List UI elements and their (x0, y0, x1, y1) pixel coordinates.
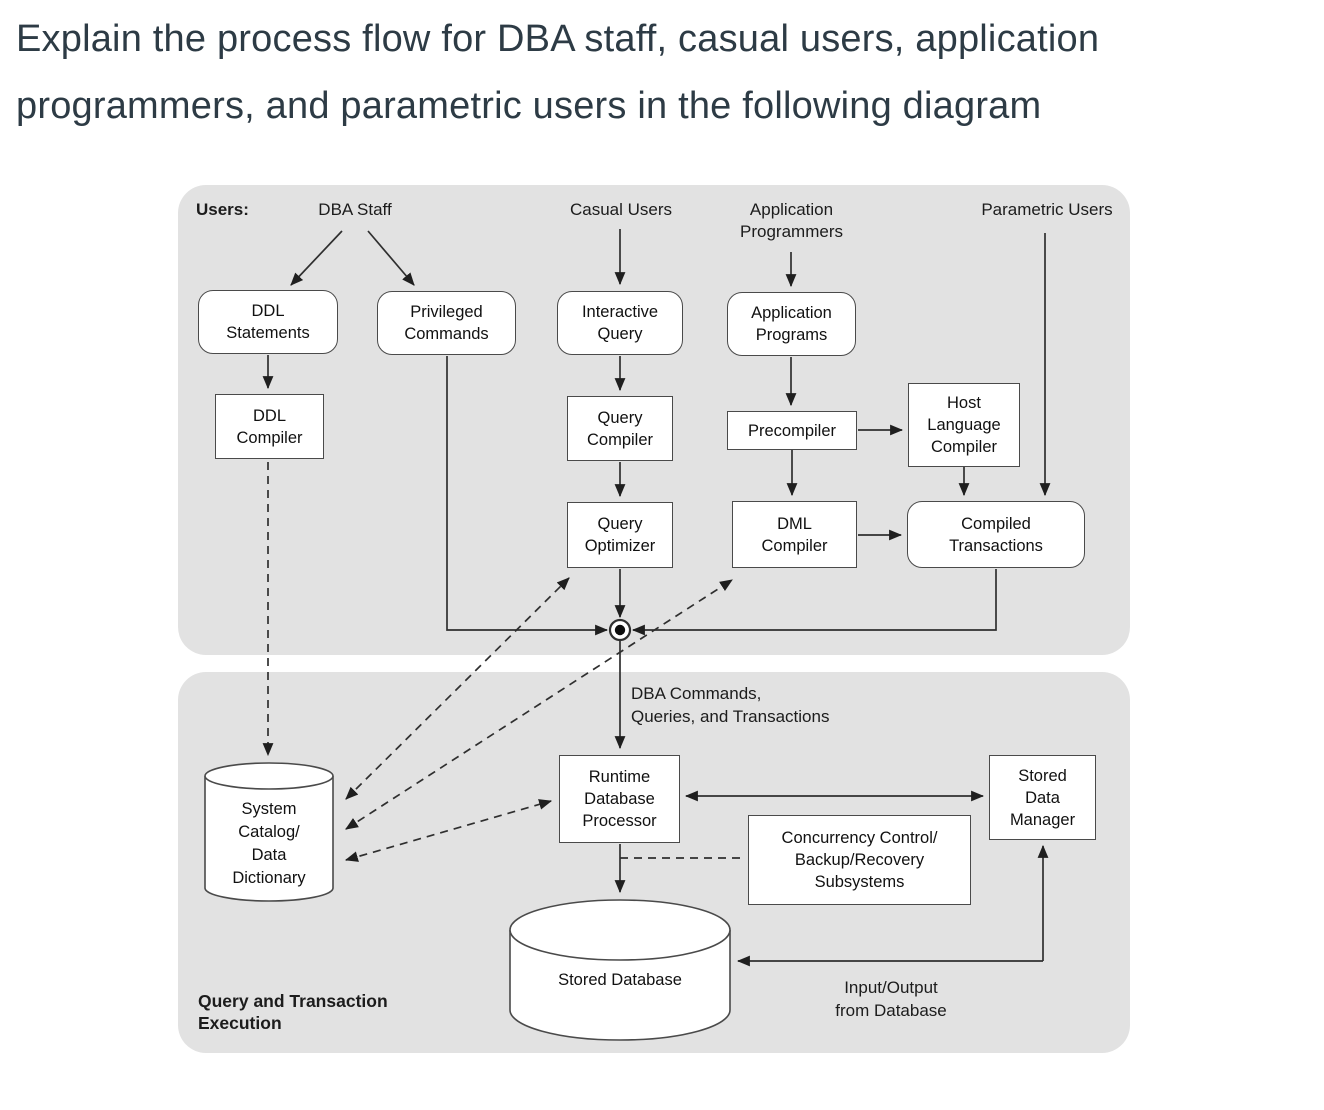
node-privileged-commands: Privileged Commands (377, 291, 516, 355)
system-catalog-label: System Catalog/ Data Dictionary (232, 800, 306, 887)
node-ddl-statements: DDL Statements (198, 290, 338, 354)
node-query-compiler: Query Compiler (567, 396, 673, 461)
dba-commands-annotation: DBA Commands, Queries, and Transactions (631, 684, 830, 726)
node-stored-data-manager: Stored Data Manager (989, 755, 1096, 840)
node-query-optimizer: Query Optimizer (567, 502, 673, 568)
section-label-query-transaction-execution: Query and Transaction Execution (198, 991, 388, 1033)
node-application-programs: Application Programs (727, 292, 856, 356)
node-ddl-compiler: DDL Compiler (215, 394, 324, 459)
node-runtime-database-processor: Runtime Database Processor (559, 755, 680, 843)
user-dba-staff: DBA Staff (318, 200, 392, 219)
node-host-language-compiler: Host Language Compiler (908, 383, 1020, 467)
question-heading: Explain the process flow for DBA staff, … (16, 18, 1100, 127)
node-concurrency-subsystems: Concurrency Control/ Backup/Recovery Sub… (748, 815, 971, 905)
node-compiled-transactions: Compiled Transactions (907, 501, 1085, 568)
users-label: Users: (196, 200, 249, 219)
node-dml-compiler: DML Compiler (732, 501, 857, 568)
user-application-programmers: Application Programmers (740, 200, 843, 241)
node-interactive-query: Interactive Query (557, 291, 683, 355)
io-from-database-annotation: Input/Output from Database (835, 978, 947, 1020)
user-casual-users: Casual Users (569, 200, 673, 219)
user-parametric-users: Parametric Users (981, 200, 1113, 219)
node-precompiler: Precompiler (727, 411, 857, 450)
stored-database-label: Stored Database (558, 971, 682, 989)
